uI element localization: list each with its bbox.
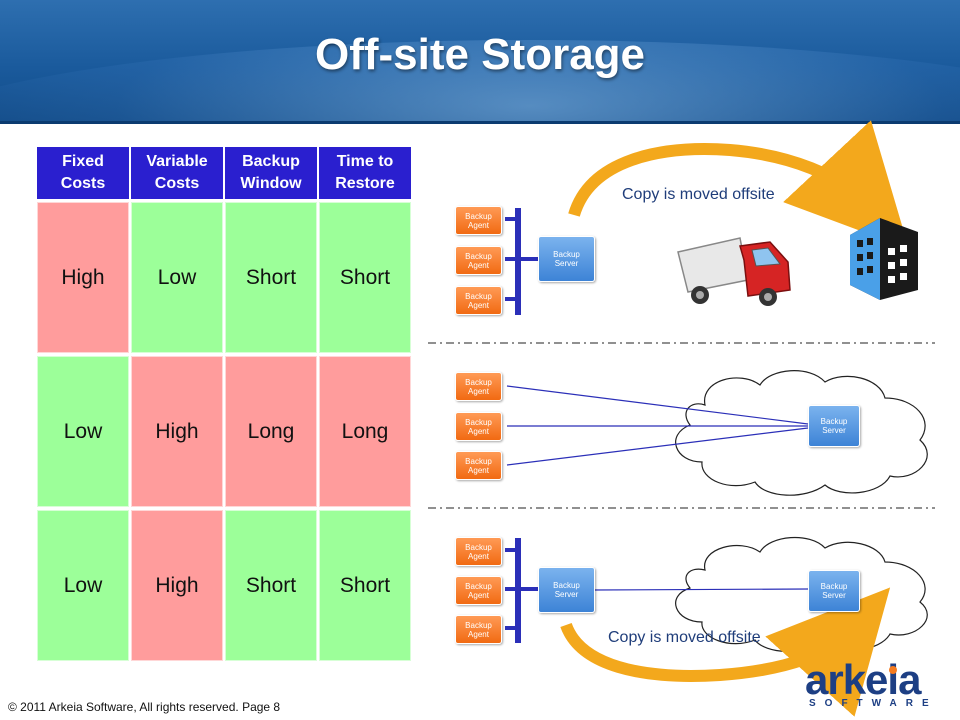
- logo-wordmark: arkeia: [805, 656, 921, 703]
- scenario1-bus: [505, 208, 538, 315]
- backup-agent-node: Backup Agent: [455, 615, 502, 644]
- offsite-arrow-top: [568, 120, 909, 249]
- backup-agent-node: Backup Agent: [455, 451, 502, 480]
- table-cell: Low: [37, 510, 129, 661]
- cloud-icon: [675, 370, 928, 496]
- backup-agent-node: Backup Agent: [455, 372, 502, 401]
- title-banner: Off-site Storage: [0, 0, 960, 124]
- header-backup-window: Backup Window: [225, 147, 317, 199]
- table-cell: High: [131, 356, 223, 507]
- copy-label-bottom: Copy is moved offsite: [608, 629, 761, 646]
- table-cell: Short: [319, 510, 411, 661]
- backup-server-node: Backup Server: [808, 405, 860, 447]
- arkeia-logo: arkeia SOFTWARE: [805, 656, 945, 710]
- table-row: Low High Long Long: [37, 356, 415, 507]
- table-header-row: Fixed Costs Variable Costs Backup Window…: [37, 147, 415, 199]
- table-cell: Long: [225, 356, 317, 507]
- comparison-table: Fixed Costs Variable Costs Backup Window…: [37, 147, 415, 661]
- table-cell: Short: [225, 510, 317, 661]
- copy-label-top: Copy is moved offsite: [622, 186, 775, 203]
- backup-agent-node: Backup Agent: [455, 286, 502, 315]
- building-icon: [850, 218, 918, 300]
- banner-divider: [0, 121, 960, 124]
- backup-server-node: Backup Server: [538, 567, 595, 613]
- header-time-to-restore: Time to Restore: [319, 147, 411, 199]
- backup-agent-node: Backup Agent: [455, 246, 502, 275]
- truck-icon: [677, 237, 791, 306]
- slide-title: Off-site Storage: [314, 30, 646, 79]
- table-row: High Low Short Short: [37, 202, 415, 353]
- copyright-footer: © 2011 Arkeia Software, All rights reser…: [8, 700, 281, 714]
- logo-subtext: SOFTWARE: [809, 698, 938, 709]
- table-cell: Low: [131, 202, 223, 353]
- scenario3-bus: [505, 538, 538, 643]
- table-row: Low High Short Short: [37, 510, 415, 661]
- table-cell: High: [37, 202, 129, 353]
- table-cell: Long: [319, 356, 411, 507]
- backup-agent-node: Backup Agent: [455, 206, 502, 235]
- table-cell: Short: [319, 202, 411, 353]
- backup-agent-node: Backup Agent: [455, 537, 502, 566]
- header-fixed-costs: Fixed Costs: [37, 147, 129, 199]
- backup-agent-node: Backup Agent: [455, 412, 502, 441]
- header-variable-costs: Variable Costs: [131, 147, 223, 199]
- table-cell: Short: [225, 202, 317, 353]
- table-cell: Low: [37, 356, 129, 507]
- backup-server-node: Backup Server: [808, 570, 860, 612]
- table-cell: High: [131, 510, 223, 661]
- backup-server-node: Backup Server: [538, 236, 595, 282]
- logo-dot: [889, 666, 897, 674]
- backup-agent-node: Backup Agent: [455, 576, 502, 605]
